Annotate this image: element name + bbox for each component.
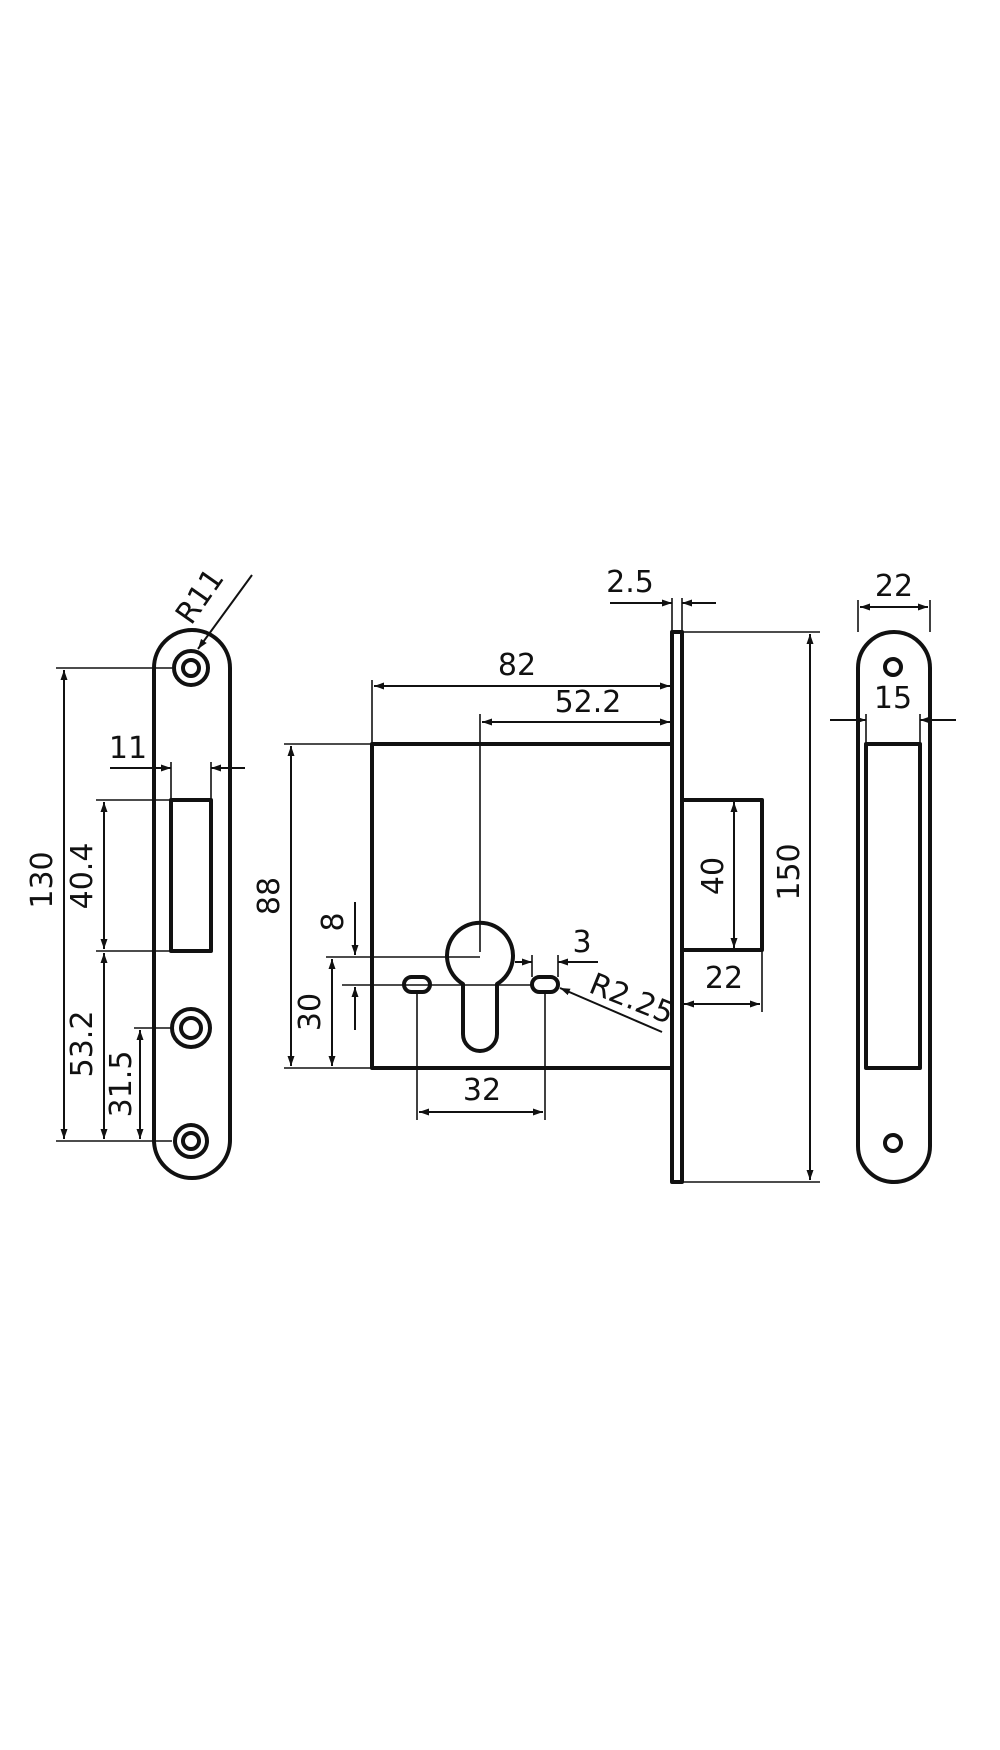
dim-label-40-4: 40.4 bbox=[65, 843, 100, 910]
strike-plate-view: R11 130 11 40.4 53.2 31.5 bbox=[25, 562, 253, 1180]
radius-leader-r11 bbox=[197, 574, 253, 650]
dim-label-32: 32 bbox=[463, 1073, 501, 1108]
dim-label-30: 30 bbox=[293, 993, 328, 1031]
dim-label-15: 15 bbox=[874, 681, 912, 716]
bolt bbox=[680, 798, 764, 952]
faceplate-outline bbox=[856, 630, 932, 1184]
dim-label-3: 3 bbox=[572, 925, 591, 960]
cylinder-cutout bbox=[445, 920, 515, 1053]
radius-leader-r2-25 bbox=[559, 987, 663, 1033]
dim-label-88: 88 bbox=[252, 877, 287, 915]
dim-label-22-bolt: 22 bbox=[705, 961, 743, 996]
faceplate-screw-bottom bbox=[883, 1133, 903, 1153]
radius-label-r11: R11 bbox=[169, 562, 232, 630]
strike-screw-middle bbox=[170, 1007, 212, 1049]
strike-opening bbox=[169, 798, 213, 953]
dim-label-40: 40 bbox=[696, 857, 731, 895]
faceplate-view: 22 15 bbox=[830, 569, 956, 1184]
dim-label-22-faceplate: 22 bbox=[875, 569, 913, 604]
dim-label-11: 11 bbox=[109, 731, 147, 766]
dim-label-2-5: 2.5 bbox=[606, 565, 654, 600]
dim-label-82: 82 bbox=[498, 648, 536, 683]
faceplate-screw-top bbox=[883, 657, 903, 677]
dim-label-53-2: 53.2 bbox=[65, 1011, 100, 1078]
faceplate-bolt-opening bbox=[864, 742, 922, 1070]
dim-label-31-5: 31.5 bbox=[104, 1051, 139, 1118]
strike-screw-bottom bbox=[173, 1123, 209, 1159]
dim-label-52-2: 52.2 bbox=[555, 685, 622, 720]
radius-label-r2-25: R2.25 bbox=[584, 967, 678, 1032]
dim-label-8: 8 bbox=[316, 912, 351, 931]
strike-screw-top bbox=[172, 649, 210, 687]
faceplate-edge bbox=[670, 630, 684, 1184]
dim-label-150: 150 bbox=[772, 843, 807, 900]
lock-body-view: 2.5 82 52.2 88 8 30 3 R2.25 bbox=[252, 565, 820, 1184]
dim-label-130: 130 bbox=[25, 851, 60, 908]
strike-plate-outline bbox=[152, 628, 232, 1180]
screw-hole-right bbox=[530, 975, 560, 994]
